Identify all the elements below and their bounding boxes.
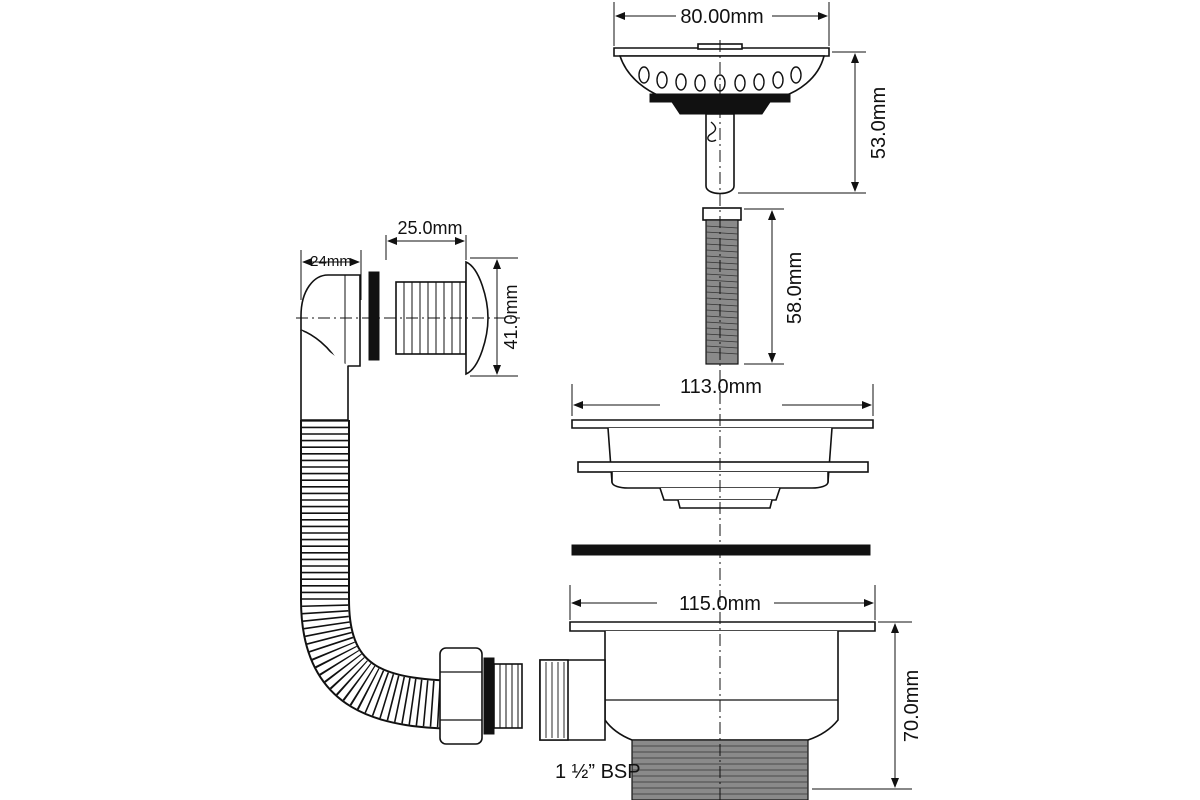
threaded-rod — [702, 207, 784, 365]
waste-body — [539, 585, 912, 800]
flat-gasket — [571, 544, 871, 556]
basket-width-label: 80.00mm — [680, 6, 763, 28]
basket-strainer — [613, 2, 866, 195]
rod-length-label: 58.0mm — [784, 252, 806, 324]
basket-height-label: 53.0mm — [868, 87, 890, 159]
body-height-label: 70.0mm — [901, 670, 923, 742]
body-width-label: 115.0mm — [679, 593, 761, 615]
overflow-depth-label: 25.0mm — [397, 218, 462, 238]
overflow-height-label: 41.0mm — [501, 284, 521, 349]
elbow-width-label: 24mm — [310, 253, 352, 270]
sink-flange — [571, 384, 874, 509]
flange-width-label: 113.0mm — [680, 376, 762, 398]
overflow-assembly — [296, 235, 523, 745]
thread-label: 1 ½” BSP — [555, 761, 641, 783]
